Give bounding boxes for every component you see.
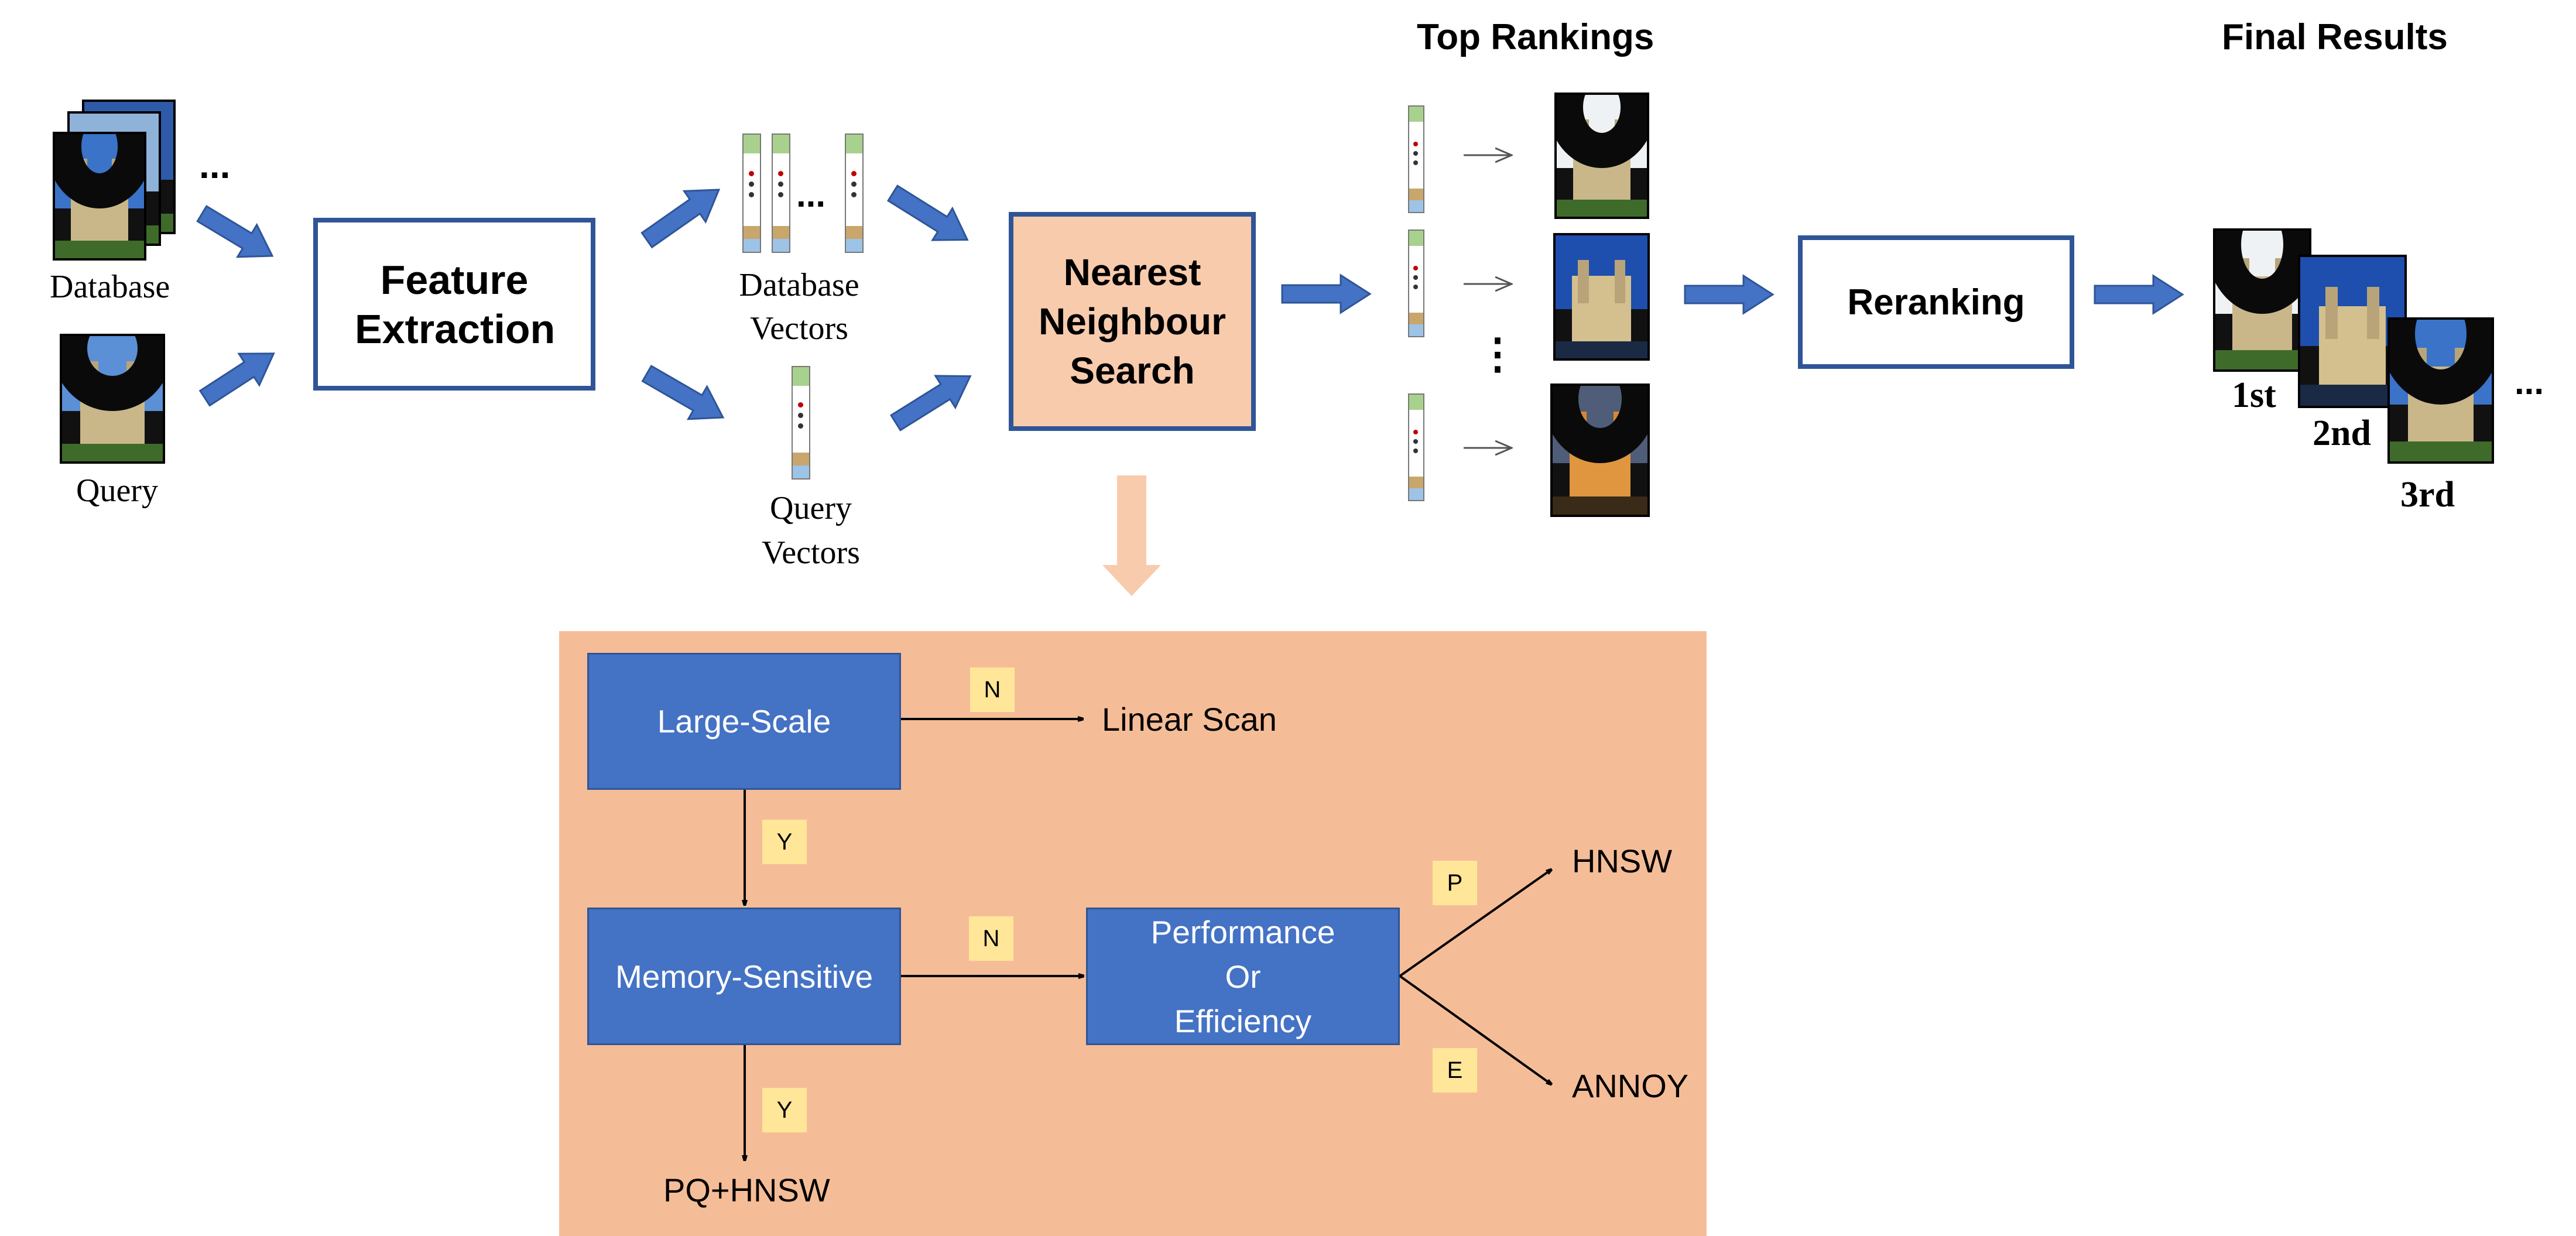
large-scale-label: Large-Scale: [657, 703, 831, 739]
arrow-feature-to-db-vectors: [640, 189, 721, 249]
large-scale-box: Large-Scale: [587, 653, 901, 790]
db-vector-1: [742, 133, 761, 253]
tag-y-memory: Y: [762, 1088, 807, 1132]
nearest-neighbour-search-box: Nearest Neighbour Search: [1009, 212, 1256, 431]
arrow-reranking-to-results: [2094, 274, 2184, 315]
performance-or-efficiency-label: Performance Or Efficiency: [1150, 913, 1335, 1039]
query-vectors-label: Query Vectors: [762, 490, 860, 571]
final-results-heading: Final Results: [2222, 17, 2448, 57]
query-vector: [792, 366, 810, 480]
ranking-vertical-ellipsis: ⋮: [1477, 331, 1519, 378]
arrow-rankings-to-reranking: [1684, 274, 1775, 315]
performance-or-efficiency-box: Performance Or Efficiency: [1086, 908, 1400, 1045]
database-label: Database: [50, 269, 170, 305]
pq-hnsw-label: PQ+HNSW: [663, 1172, 830, 1208]
database-image-stack: [53, 100, 187, 263]
memory-sensitive-box: Memory-Sensitive: [587, 908, 901, 1045]
query-image: [60, 334, 165, 464]
final-image-1: [2213, 228, 2311, 372]
arrow-db-vectors-to-nn: [886, 184, 969, 241]
rank-1st-label: 1st: [2232, 375, 2276, 415]
tag-n-large-scale: N: [970, 667, 1015, 712]
database-image-front: [53, 132, 146, 261]
ranking-vector-2: [1408, 230, 1424, 337]
arrow-nn-to-panel: [1102, 475, 1161, 596]
db-vector-2: [772, 133, 790, 253]
feature-extraction-label: Feature Extraction: [355, 256, 556, 352]
db-vector-3: [845, 133, 864, 253]
tag-p-performance: P: [1433, 861, 1477, 905]
tag-y-large-scale: Y: [762, 820, 807, 864]
rank-2nd-label: 2nd: [2313, 413, 2371, 453]
final-image-3: [2387, 317, 2494, 464]
edge-performance-to-hnsw: [1399, 869, 1551, 977]
reranking-label: Reranking: [1847, 282, 2025, 323]
database-ellipsis: ...: [199, 144, 231, 186]
ranking-image-3: [1550, 384, 1650, 517]
tag-e-efficiency: E: [1433, 1048, 1477, 1093]
final-results-ellipsis: ...: [2515, 362, 2544, 402]
rank-3rd-label: 3rd: [2400, 475, 2455, 515]
db-vector-ellipsis: ...: [796, 175, 826, 214]
linear-scan-label: Linear Scan: [1102, 701, 1277, 738]
hnsw-label: HNSW: [1572, 843, 1673, 879]
arrow-feature-to-query-vectors: [641, 364, 725, 420]
memory-sensitive-label: Memory-Sensitive: [615, 958, 873, 995]
arrow-nn-to-rankings: [1281, 273, 1372, 314]
arrow-query-vectors-to-nn: [889, 375, 972, 432]
feature-extraction-box: Feature Extraction: [313, 218, 595, 391]
tag-n-memory: N: [969, 916, 1013, 961]
query-label: Query: [76, 473, 158, 509]
database-vectors-group: ...: [738, 133, 872, 256]
ranking-image-1: [1554, 93, 1649, 219]
ranking-vector-3: [1408, 393, 1424, 501]
ranking-image-2: [1553, 233, 1650, 361]
ranking-vector-1: [1408, 105, 1424, 213]
annoy-label: ANNOY: [1572, 1067, 1689, 1104]
arrow-query-to-feature: [198, 352, 275, 407]
nearest-neighbour-search-label: Nearest Neighbour Search: [1039, 251, 1226, 392]
edge-performance-to-annoy: [1399, 975, 1551, 1084]
database-vectors-label: Database Vectors: [739, 267, 859, 347]
arrow-database-to-feature: [196, 205, 274, 258]
top-rankings-heading: Top Rankings: [1417, 17, 1654, 57]
reranking-box: Reranking: [1798, 235, 2074, 369]
